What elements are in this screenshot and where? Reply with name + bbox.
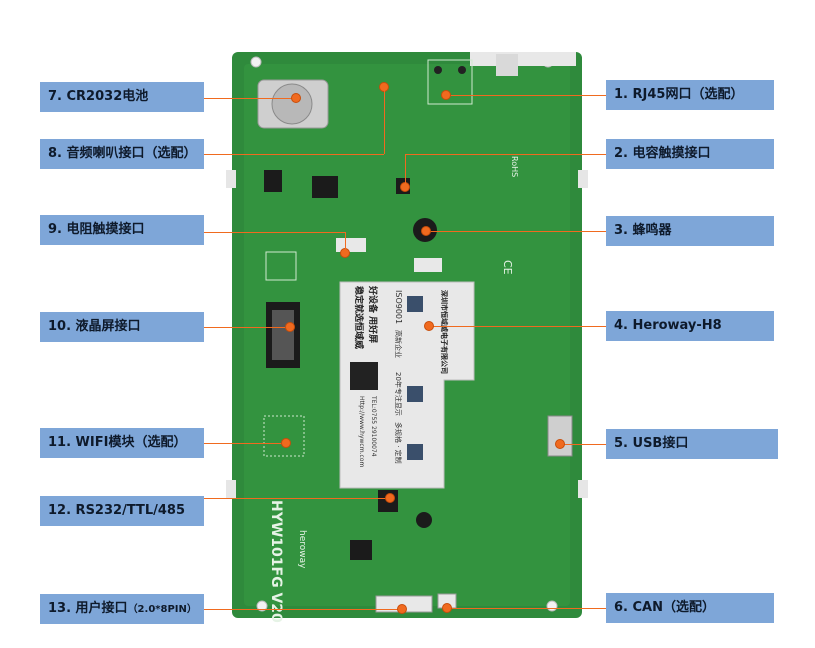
usb-connector (547, 415, 573, 457)
product-sticker (339, 281, 475, 489)
sticker-icon-box (407, 444, 423, 460)
pointer-dot-12 (385, 493, 395, 503)
pointer-dot-7 (291, 93, 301, 103)
pointer-vertical-8 (384, 87, 385, 154)
sticker-cert: ISO9001 (394, 290, 403, 324)
pointer-line-7 (204, 98, 296, 99)
mount-hole (256, 600, 268, 612)
sticker-service: 多规格 · 定制 (394, 422, 403, 464)
ic-chip (264, 170, 282, 192)
white-header (414, 258, 442, 272)
lcd-connector-slot (272, 310, 294, 360)
label-3-buzzer: 3. 蜂鸣器 (606, 216, 774, 246)
sticker-phone: TEL:0755 29100074 (370, 395, 377, 457)
label-8-speaker: 8. 音频喇叭接口（选配） (40, 139, 204, 169)
sticker-qr (350, 362, 378, 390)
pointer-dot-1 (441, 90, 451, 100)
label-2-capacitive-touch: 2. 电容触摸接口 (606, 139, 774, 169)
mount-hole (546, 600, 558, 612)
rj45-pad (458, 66, 466, 74)
ic-chip (312, 176, 338, 198)
sticker-web: Http://www.hywcm.com (358, 396, 365, 467)
wifi-module (263, 415, 305, 457)
label-10-lcd: 10. 液晶屏接口 (40, 312, 204, 342)
pointer-line-5 (560, 444, 606, 445)
sticker-years: 20年专注显示 (394, 372, 403, 416)
mount-hole (250, 56, 262, 68)
label-6-can: 6. CAN（选配） (606, 593, 774, 623)
label-4-heroway: 4. Heroway-H8 (606, 311, 774, 341)
pointer-line-8 (204, 154, 384, 155)
pointer-dot-11 (281, 438, 291, 448)
label-13-user: 13. 用户接口（2.0*8PIN） (40, 594, 204, 624)
label-11-wifi: 11. WIFI模块（选配） (40, 428, 204, 458)
sticker-slogan-1: 好设备 用好屏 (367, 285, 379, 343)
pointer-dot-10 (285, 322, 295, 332)
pointer-line-12 (204, 498, 390, 499)
pointer-dot-3 (421, 226, 431, 236)
rj45-pads (427, 59, 473, 105)
board-qr (496, 54, 518, 76)
pointer-line-11 (204, 443, 286, 444)
sticker-icon-box (407, 296, 423, 312)
label-7-battery: 7. CR2032电池 (40, 82, 204, 112)
pointer-dot-4 (424, 321, 434, 331)
label-5-usb: 5. USB接口 (606, 429, 778, 459)
pointer-dot-5 (555, 439, 565, 449)
label-9-resistive-touch: 9. 电阻触摸接口 (40, 215, 204, 245)
pointer-line-6 (447, 608, 606, 609)
board-tab (226, 170, 236, 188)
sticker-icon-box (407, 386, 423, 402)
pointer-line-4 (429, 326, 606, 327)
sticker-hitech: 高新企业 (394, 330, 403, 358)
pointer-dot-6 (442, 603, 452, 613)
silk-square (265, 251, 297, 281)
board-tab (578, 170, 588, 188)
pointer-dot-13 (397, 604, 407, 614)
capacitor (416, 512, 432, 528)
ce-mark: CE (501, 260, 514, 275)
pointer-vertical-2 (405, 154, 406, 187)
label-12-serial: 12. RS232/TTL/485 (40, 496, 204, 526)
silk-model-text: HYW101FG V20 (268, 500, 284, 623)
board-tab (226, 480, 236, 498)
rj45-pad (434, 66, 442, 74)
pointer-vertical-9 (345, 232, 346, 253)
pointer-line-13 (204, 609, 402, 610)
sticker-company: 深圳市恒域威电子有限公司 (440, 290, 449, 374)
sticker-slogan-2: 稳定就选恒域威 (353, 286, 365, 349)
pointer-line-9 (204, 232, 346, 233)
silk-brand-text: heroway (297, 530, 307, 569)
top-connector-strip (470, 52, 576, 66)
pointer-line-3 (426, 231, 606, 232)
board-tab (578, 480, 588, 498)
rohs-mark: RoHS (510, 156, 519, 177)
pointer-line-10 (204, 327, 290, 328)
label-1-rj45: 1. RJ45网口（选配） (606, 80, 774, 110)
pointer-line-2 (405, 154, 606, 155)
pointer-line-1 (446, 95, 606, 96)
ic-chip (350, 540, 372, 560)
battery-cell (271, 83, 313, 125)
